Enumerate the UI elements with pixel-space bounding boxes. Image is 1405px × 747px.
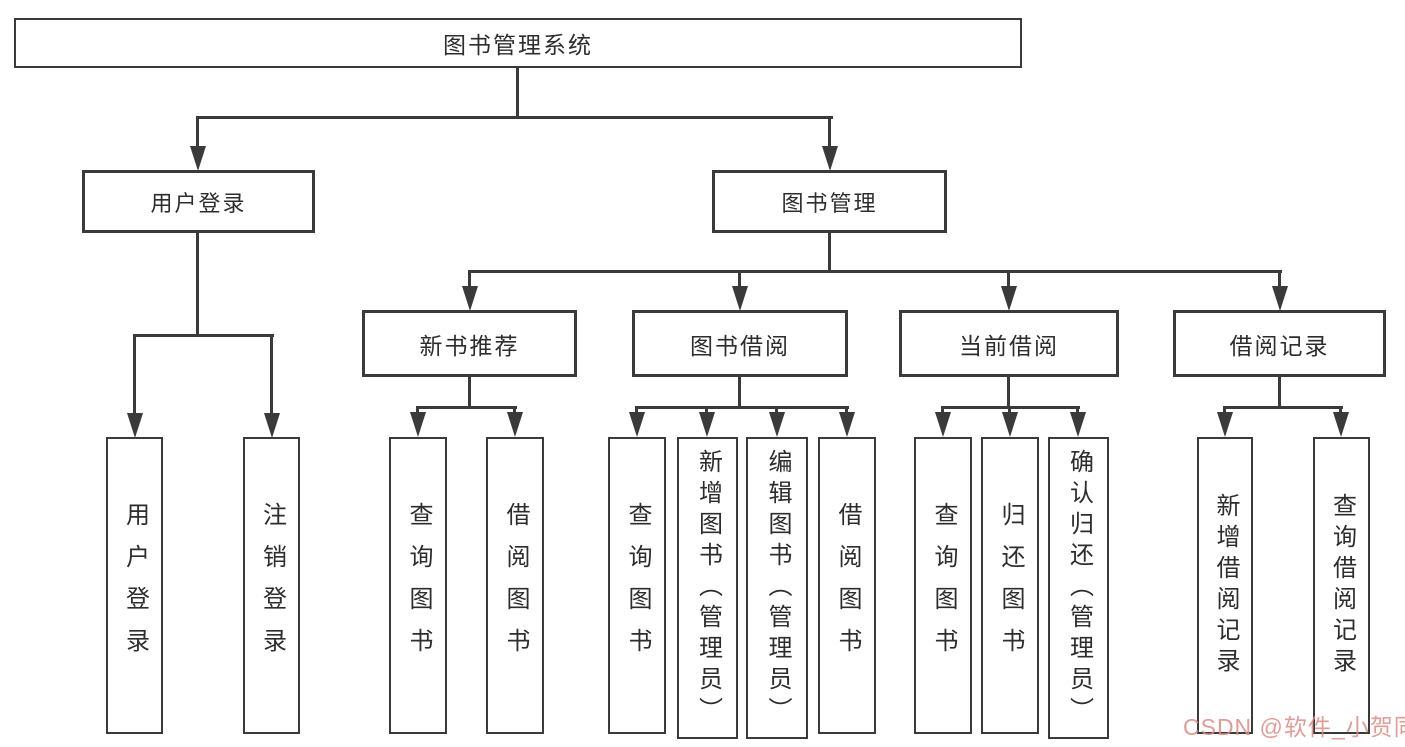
connector-line xyxy=(635,406,849,409)
leaf-borrow-books-recommend: 借阅图书 xyxy=(486,437,544,734)
connector-line xyxy=(845,408,848,414)
connector-line xyxy=(468,270,1282,273)
arrow-down xyxy=(935,412,951,437)
connector-line xyxy=(1076,408,1079,414)
arrow-down xyxy=(629,412,645,437)
connector-line xyxy=(1007,272,1010,288)
connector-line xyxy=(828,233,831,273)
arrow-down xyxy=(190,146,206,171)
node-current-borrowing: 当前借阅 xyxy=(899,310,1119,377)
arrow-down xyxy=(822,146,838,171)
leaf-query-borrow-record: 查询借阅记录 xyxy=(1313,437,1370,734)
connector-line xyxy=(1278,272,1281,288)
node-library-system: 图书管理系统 xyxy=(14,18,1022,68)
node-user-login: 用户登录 xyxy=(82,170,315,233)
connector-line xyxy=(513,408,516,414)
connector-line xyxy=(516,68,519,119)
connector-line xyxy=(1339,408,1342,414)
connector-line xyxy=(196,116,833,119)
connector-line xyxy=(1278,377,1281,409)
connector-line xyxy=(941,408,944,414)
connector-line xyxy=(416,408,419,414)
leaf-query-books-recommend: 查询图书 xyxy=(389,437,447,734)
arrow-down xyxy=(1272,286,1288,311)
arrow-down xyxy=(462,286,478,311)
node-book-management: 图书管理 xyxy=(712,170,947,233)
arrow-down xyxy=(410,412,426,437)
connector-line xyxy=(196,233,199,337)
arrow-down xyxy=(127,413,143,438)
connector-line xyxy=(1223,406,1343,409)
leaf-return-book: 归还图书 xyxy=(981,437,1039,734)
connector-line xyxy=(1007,377,1010,409)
connector-line xyxy=(1008,408,1011,414)
connector-line xyxy=(705,408,708,414)
connector-line xyxy=(133,336,136,415)
leaf-add-book-admin: 新增图书（管理员） xyxy=(677,437,738,739)
leaf-edit-book-admin: 编辑图书（管理员） xyxy=(746,437,808,739)
arrow-down xyxy=(769,412,785,437)
arrow-down xyxy=(1217,412,1233,437)
connector-line xyxy=(133,334,274,337)
leaf-add-borrow-record: 新增借阅记录 xyxy=(1197,437,1253,734)
connector-line xyxy=(738,377,741,409)
leaf-confirm-return-admin: 确认归还（管理员） xyxy=(1048,437,1109,739)
arrow-down xyxy=(1002,412,1018,437)
arrow-down xyxy=(732,286,748,311)
connector-line xyxy=(941,406,1080,409)
leaf-query-books-current: 查询图书 xyxy=(914,437,972,734)
arrow-down xyxy=(507,412,523,437)
arrow-down xyxy=(1333,412,1349,437)
arrow-down xyxy=(699,412,715,437)
leaf-query-books-borrowing: 查询图书 xyxy=(608,437,666,734)
arrow-down xyxy=(1070,412,1086,437)
connector-line xyxy=(416,406,517,409)
connector-line xyxy=(738,272,741,288)
connector-line xyxy=(270,336,273,415)
leaf-logout-login: 注销登录 xyxy=(243,437,300,734)
connector-line xyxy=(775,408,778,414)
leaf-borrow-books-borrowing: 借阅图书 xyxy=(818,437,876,734)
connector-line xyxy=(468,377,471,409)
arrow-down xyxy=(839,412,855,437)
csdn-watermark: CSDN @软件_小贺同学 xyxy=(1183,714,1405,740)
arrow-down xyxy=(264,413,280,438)
arrow-down xyxy=(1001,286,1017,311)
node-book-borrowing: 图书借阅 xyxy=(632,310,848,377)
connector-line xyxy=(468,272,471,288)
node-new-book-recommend: 新书推荐 xyxy=(362,310,577,377)
connector-line xyxy=(196,118,199,148)
connector-line xyxy=(1223,408,1226,414)
connector-line xyxy=(635,408,638,414)
leaf-user-login: 用户登录 xyxy=(106,437,163,734)
node-borrowing-records: 借阅记录 xyxy=(1173,310,1386,377)
connector-line xyxy=(828,118,831,148)
